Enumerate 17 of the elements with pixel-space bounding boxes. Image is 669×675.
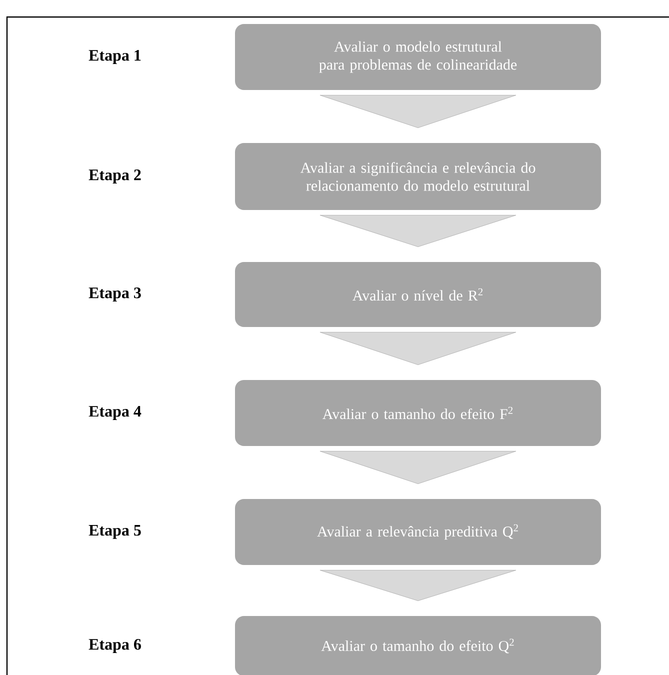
step-label: Etapa 3 bbox=[88, 288, 141, 302]
process-box: Avaliar o tamanho do efeito Q$^{2}$ bbox=[235, 616, 601, 675]
step-label: Etapa 6 bbox=[88, 639, 141, 653]
process-box: Avaliar o nível de R$^{2}$ bbox=[235, 262, 601, 327]
process-box: Avaliar o tamanho do efeito F$^{2}$ bbox=[235, 380, 601, 446]
process-box: Avaliar a relevância preditiva Q$^{2}$ bbox=[235, 499, 601, 565]
chevron-arrow bbox=[320, 95, 516, 128]
step-label: Etapa 2 bbox=[88, 170, 141, 184]
step-label: Etapa 4 bbox=[88, 406, 142, 420]
process-box: Avaliar o modelo estrutural para problemas de colinearidade bbox=[235, 24, 601, 90]
chevron-arrow bbox=[320, 570, 516, 601]
process-box: Avaliar a significância e relevância do relacionamento do modelo estrutural bbox=[235, 143, 601, 210]
chevron-arrow bbox=[320, 451, 516, 484]
chevron-arrow bbox=[320, 215, 516, 247]
chevron-arrow bbox=[320, 332, 516, 365]
step-label: Etapa 1 bbox=[88, 50, 141, 64]
step-label: Etapa 5 bbox=[88, 525, 141, 539]
